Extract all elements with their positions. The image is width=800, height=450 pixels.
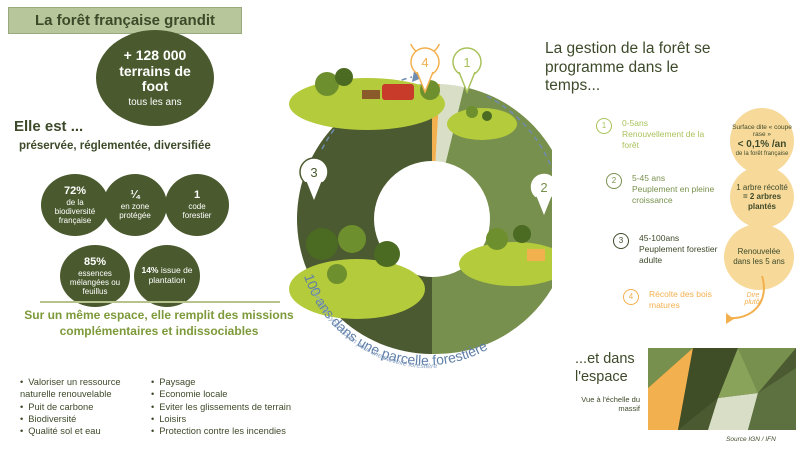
mission-divider bbox=[40, 301, 280, 303]
time-title: La gestion de la forêt se programme dans… bbox=[545, 40, 711, 95]
phase-num: 3 bbox=[618, 235, 624, 245]
phase-4-pin-icon: 4 bbox=[623, 289, 639, 305]
mission-item: Protection contre les incendies bbox=[151, 425, 321, 437]
growth-value: + 128 000 bbox=[123, 47, 187, 64]
mission-item: Biodiversité bbox=[20, 413, 145, 425]
stat-code: 1 code forestier bbox=[165, 174, 229, 236]
mission-item: Paysage bbox=[151, 376, 321, 388]
marker-4-label: 4 bbox=[421, 55, 428, 70]
renewed-badge: Renouvelée dans les 5 ans bbox=[724, 224, 794, 290]
scene-1-icon bbox=[447, 106, 517, 140]
scene-3-icon bbox=[289, 225, 425, 319]
phase-1-pin-icon: 1 bbox=[596, 118, 612, 134]
clearcut-label: Surface dite « coupe rase » bbox=[732, 123, 792, 139]
growth-unit-1: terrains de bbox=[119, 62, 191, 79]
scene-4-icon bbox=[289, 68, 445, 130]
cycle-arrow-right bbox=[486, 95, 552, 172]
stat-text: code forestier bbox=[182, 202, 212, 221]
growth-unit-2: foot bbox=[141, 78, 169, 95]
page-title-text: La forêt française grandit bbox=[34, 12, 216, 29]
clearcut-value: < 0,1% /an bbox=[737, 139, 787, 151]
mission-item: Puit de carbone bbox=[20, 401, 145, 413]
missions-list-right: Paysage Economie locale Eviter les gliss… bbox=[151, 376, 321, 437]
stat-mixed: 85% essences mélangées ou feuillus bbox=[60, 245, 130, 307]
clearcut-note: de la forêt française bbox=[735, 151, 789, 158]
forest-cycle-diagram: 4 1 2 3 100 ans dans une parcelle forest… bbox=[289, 44, 552, 370]
stat-combined: 14% issue de plantation bbox=[140, 265, 194, 286]
phase-range: 5-45 ans bbox=[632, 173, 666, 183]
stat-text: de la biodiversité française bbox=[54, 197, 96, 225]
mission-item: Qualité sol et eau bbox=[20, 425, 145, 437]
missions-title: Sur un même espace, elle remplit des mis… bbox=[24, 308, 294, 338]
stat-value: ¼ bbox=[130, 189, 140, 202]
phase-desc: Peuplement en pleine croissance bbox=[632, 184, 715, 206]
mission-item: Economie locale bbox=[151, 388, 321, 400]
espace-title: ...et dans l'espace bbox=[575, 351, 635, 386]
stat-text: en zone protégée bbox=[119, 202, 151, 221]
curved-arrow-icon bbox=[726, 275, 765, 324]
marker-1-label: 1 bbox=[463, 55, 470, 70]
renewed-text: Renouvelée dans les 5 ans bbox=[733, 247, 785, 266]
source-credit: Source IGN / IFN bbox=[726, 436, 776, 443]
phase-num: 1 bbox=[601, 120, 607, 130]
phase-text: Récolte des bois matures bbox=[649, 289, 728, 311]
stat-protected: ¼ en zone protégée bbox=[103, 174, 167, 236]
phase-2-pin-icon: 2 bbox=[606, 173, 622, 189]
stat-value: 72% bbox=[63, 184, 87, 197]
replant-b: = 2 arbres plantés bbox=[742, 192, 782, 211]
massif-map-icon bbox=[648, 348, 796, 430]
growth-badge: + 128 000 terrains de foot tous les ans bbox=[96, 30, 214, 126]
cycle-arrow bbox=[321, 76, 413, 150]
phase-num: 4 bbox=[628, 291, 634, 301]
intro-subtitle: préservée, réglementée, diversifiée bbox=[19, 140, 211, 152]
stat-text: issue de plantation bbox=[148, 265, 193, 285]
phase-desc: Peuplement forestier adulte bbox=[639, 244, 718, 266]
intro-title: Elle est ... bbox=[14, 118, 84, 135]
phase-desc: Renouvellement de la forêt bbox=[622, 129, 705, 151]
growth-period: tous les ans bbox=[128, 96, 182, 108]
mission-item: Valoriser un ressource naturelle renouve… bbox=[20, 376, 145, 401]
replant-a: 1 arbre récolté bbox=[736, 182, 788, 192]
phase-desc: Récolte des bois matures bbox=[649, 289, 712, 311]
phase-3-pin-icon: 3 bbox=[613, 233, 629, 249]
phase-range: 45-100ans bbox=[639, 233, 680, 243]
marker-3-label: 3 bbox=[310, 165, 317, 180]
stat-plantation: 14% issue de plantation bbox=[134, 245, 200, 307]
page-title: La forêt française grandit bbox=[8, 7, 242, 34]
scene-2-icon bbox=[459, 225, 552, 286]
stat-value: 1 bbox=[193, 189, 201, 202]
espace-subtitle: Vue à l'échelle du massif bbox=[581, 395, 640, 414]
missions-list-left: Valoriser un ressource naturelle renouve… bbox=[20, 376, 145, 437]
cycle-segment-mid bbox=[432, 87, 552, 355]
clearcut-badge: Surface dite « coupe rase » < 0,1% /an d… bbox=[730, 108, 794, 174]
stat-value: 85% bbox=[83, 255, 107, 268]
phase-num: 2 bbox=[611, 175, 617, 185]
phase-range: 0-5ans bbox=[622, 118, 648, 128]
marker-2-label: 2 bbox=[540, 180, 547, 195]
rather-note: Dire plutôt bbox=[744, 292, 762, 306]
mission-item: Loisirs bbox=[151, 413, 321, 425]
phase-4: 4 Récolte des bois matures bbox=[623, 289, 728, 311]
stat-text: essences mélangées ou feuillus bbox=[69, 268, 121, 296]
stat-biodiversity: 72% de la biodiversité française bbox=[41, 174, 109, 236]
mission-item: Eviter les glissements de terrain bbox=[151, 401, 321, 413]
stat-value: 14% bbox=[141, 265, 159, 276]
cycle-hole bbox=[374, 161, 490, 277]
replant-badge: 1 arbre récolté = 2 arbres plantés bbox=[730, 166, 794, 228]
